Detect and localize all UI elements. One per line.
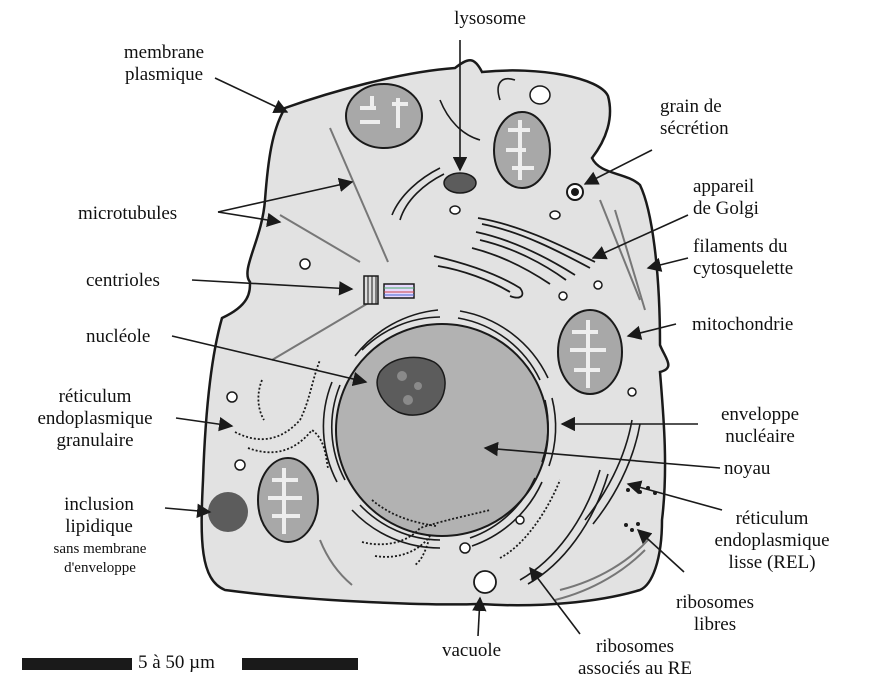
- label-filaments-du-cytosquelette: filaments du cytosquelette: [693, 236, 793, 280]
- label-noyau: noyau: [724, 458, 770, 480]
- scale-bar-right: [242, 658, 358, 670]
- label-mitochondrie: mitochondrie: [692, 314, 793, 336]
- scale-bar-left: [22, 658, 132, 670]
- label-centrioles: centrioles: [86, 270, 160, 292]
- mitochondrion: [494, 112, 550, 188]
- label-inclusion-lipidique: inclusion lipidique: [34, 494, 164, 538]
- label-reticulum-lisse: réticulum endoplasmique lisse (REL): [702, 508, 842, 574]
- label-enveloppe-nucleaire: enveloppe nucléaire: [700, 404, 820, 448]
- vacuole: [474, 571, 496, 593]
- label-membrane-plasmique: membrane plasmique: [104, 42, 224, 86]
- label-ribosomes-associes: ribosomes associés au RE: [550, 636, 720, 680]
- label-lysosome: lysosome: [440, 8, 540, 30]
- nucleus: [336, 324, 548, 536]
- label-grain-de-secretion: grain de sécrétion: [660, 96, 729, 140]
- label-ribosomes-libres: ribosomes libres: [660, 592, 770, 636]
- label-sans-membrane: sans membrane d'enveloppe: [30, 540, 170, 578]
- scale-bar-label: 5 à 50 µm: [138, 652, 215, 674]
- lipid-inclusion: [208, 492, 248, 532]
- label-vacuole: vacuole: [442, 640, 501, 662]
- label-reticulum-granulaire: réticulum endoplasmique granulaire: [10, 386, 180, 452]
- mitochondrion: [558, 310, 622, 394]
- lysosome: [444, 173, 476, 193]
- mitochondrion: [258, 458, 318, 542]
- label-appareil-de-golgi: appareil de Golgi: [693, 176, 759, 220]
- label-microtubules: microtubules: [78, 203, 177, 225]
- label-nucleole: nucléole: [86, 326, 150, 348]
- mitochondrion: [346, 84, 422, 148]
